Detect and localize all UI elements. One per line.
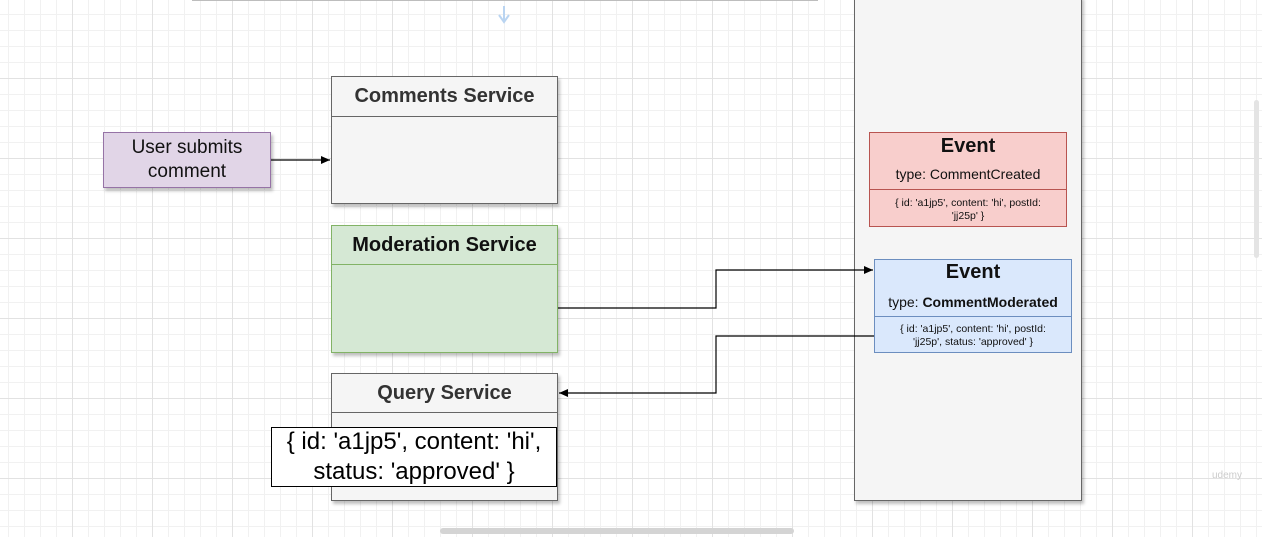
- query-service-title: Query Service: [377, 382, 512, 404]
- horizontal-scrollbar[interactable]: [440, 528, 794, 534]
- query-data-line2: status: 'approved' }: [313, 458, 515, 485]
- moderation-service-divider: [332, 264, 557, 265]
- comments-service-divider: [332, 116, 557, 117]
- arrow-moderation-to-event: [558, 266, 873, 309]
- event-created-type-value: CommentCreated: [929, 166, 1041, 182]
- arrow-event-to-query: [559, 335, 874, 397]
- event-comment-moderated[interactable]: Event type: CommentModerated { id: 'a1jp…: [874, 259, 1072, 353]
- event-created-type: type: CommentCreated: [870, 166, 1066, 182]
- top-box-edge: [192, 0, 818, 1]
- moderation-service-box[interactable]: Moderation Service: [331, 225, 558, 353]
- event-created-payload-line1: { id: 'a1jp5', content: 'hi', postId:: [895, 197, 1041, 209]
- user-submits-comment-label: User submits comment: [132, 136, 243, 184]
- vertical-scrollbar[interactable]: [1254, 100, 1259, 258]
- query-service-data[interactable]: { id: 'a1jp5', content: 'hi', status: 'a…: [271, 427, 557, 487]
- user-submits-comment-box[interactable]: User submits comment: [103, 132, 271, 188]
- event-created-payload: { id: 'a1jp5', content: 'hi', postId: 'j…: [874, 197, 1062, 223]
- event-created-payload-line2: 'jj25p' }: [951, 210, 985, 222]
- event-moderated-type: type: CommentModerated: [875, 294, 1071, 310]
- event-created-type-prefix: type:: [895, 166, 930, 182]
- comments-service-title: Comments Service: [354, 85, 535, 107]
- user-action-line2: comment: [147, 161, 227, 182]
- event-moderated-type-prefix: type:: [888, 294, 923, 310]
- faint-down-arrow-icon: [498, 6, 510, 24]
- moderation-service-title: Moderation Service: [352, 234, 537, 256]
- event-moderated-payload-line2: 'jj25p', status: 'approved' }: [912, 336, 1034, 348]
- event-moderated-divider: [875, 316, 1071, 317]
- user-action-line1: User submits: [131, 137, 243, 158]
- event-moderated-title: Event: [945, 261, 1001, 283]
- event-moderated-payload-line1: { id: 'a1jp5', content: 'hi', postId:: [900, 323, 1046, 335]
- query-data-line1: { id: 'a1jp5', content: 'hi',: [286, 428, 542, 455]
- watermark-logo: udemy: [1212, 470, 1243, 481]
- event-bus[interactable]: [854, 0, 1082, 501]
- event-moderated-type-value: CommentModerated: [922, 294, 1058, 310]
- event-created-divider: [870, 189, 1066, 190]
- comments-service-box[interactable]: Comments Service: [331, 76, 558, 204]
- query-data-text: { id: 'a1jp5', content: 'hi', status: 'a…: [287, 427, 542, 487]
- event-created-title: Event: [940, 135, 996, 157]
- event-comment-created[interactable]: Event type: CommentCreated { id: 'a1jp5'…: [869, 132, 1067, 227]
- event-moderated-payload: { id: 'a1jp5', content: 'hi', postId: 'j…: [879, 323, 1067, 349]
- query-service-divider: [332, 412, 557, 413]
